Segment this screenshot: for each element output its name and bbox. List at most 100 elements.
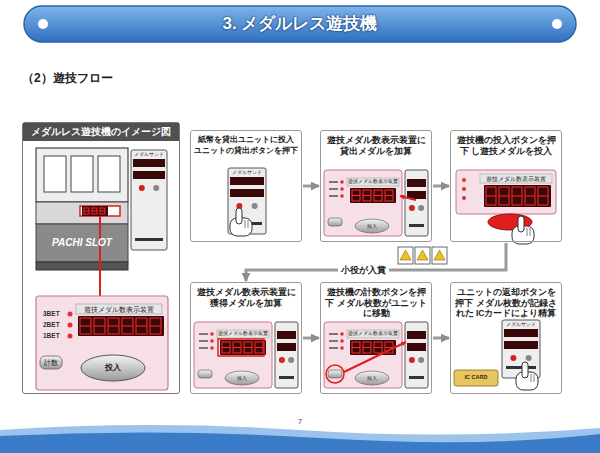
digit	[233, 347, 241, 348]
text-group: 遊技メダル数表示装置に 獲得メダルを加算	[191, 283, 301, 308]
step-box: 遊技機の投入ボタンを押下 し遊技メダルを投入	[450, 130, 562, 242]
bet-label	[329, 340, 338, 342]
zoom-leader	[99, 216, 101, 296]
bet-lamp	[340, 194, 344, 198]
bet-lamp	[210, 346, 214, 350]
count-button	[328, 218, 342, 226]
bet-label	[199, 333, 208, 335]
unit-display	[230, 177, 264, 185]
digit	[385, 190, 393, 201]
reel-icon	[432, 247, 447, 264]
bet-label	[199, 347, 208, 349]
digit	[94, 326, 105, 327]
digit	[363, 347, 371, 348]
bet-lamp	[340, 339, 344, 343]
step-text: 遊技機の計数ボタンを押下 メダル枚数がユニットに移動	[321, 286, 431, 319]
finger	[236, 208, 242, 224]
digit	[538, 196, 548, 197]
unit-name: メダルサンド	[506, 322, 536, 327]
reel-window	[44, 156, 66, 192]
machine-middle	[36, 202, 128, 224]
unit-button	[139, 185, 145, 191]
step-text: ユニットの貸出ボタンを押下	[191, 145, 301, 156]
flow-arrow	[433, 185, 449, 188]
digit	[244, 342, 252, 353]
display-name: 遊技メダル数表示装置	[84, 306, 154, 313]
display-window	[484, 185, 551, 207]
unit-display	[407, 331, 426, 339]
digit	[150, 318, 161, 334]
machine-panel	[456, 170, 556, 214]
digit	[108, 318, 119, 334]
digit	[374, 342, 382, 353]
machine-panel	[194, 322, 272, 388]
bet-label: 1BET	[43, 333, 60, 340]
bet-label	[329, 181, 338, 183]
display-name: 遊技メダル数表示装置	[348, 180, 398, 185]
text-group: 紙幣を貸出ユニットに投入ユニットの貸出ボタンを押下	[191, 131, 301, 157]
unit-display	[133, 171, 165, 179]
digit	[136, 326, 147, 327]
unit-button	[418, 205, 424, 211]
digit	[363, 190, 371, 201]
digit	[385, 195, 393, 196]
step-text: 紙幣を貸出ユニットに投入	[191, 134, 301, 145]
finger	[518, 216, 524, 232]
flow-hint-head	[400, 195, 405, 200]
bet-lamp	[210, 332, 214, 336]
digit	[233, 342, 241, 353]
panel-heading: メダルレス遊技機のイメージ図	[23, 123, 179, 141]
machine-display	[80, 206, 120, 216]
machine-lower	[36, 224, 128, 262]
machine-panel	[324, 322, 402, 388]
machine-logo: PACHI SLOT	[52, 238, 112, 248]
finger-line	[527, 228, 528, 236]
insert-button	[225, 371, 259, 385]
digit	[92, 208, 97, 214]
digit	[122, 326, 133, 327]
digit	[525, 196, 535, 197]
display-label-strip	[76, 304, 162, 314]
digit	[100, 211, 105, 212]
display-window	[220, 340, 266, 355]
text-group: 遊技機の計数ボタンを押下 メダル枚数がユニットに移動	[321, 283, 431, 319]
display-name: 遊技メダル数表示装置	[218, 332, 268, 337]
lending-unit	[131, 150, 167, 250]
edge-label: 小役が入賞	[338, 265, 389, 276]
text-group: 遊技メダル数表示装置に 貸出メダルを加算	[321, 131, 431, 156]
highlight-box	[218, 339, 264, 356]
bet-label	[329, 195, 338, 197]
display-name: 遊技メダル数表示装置	[348, 332, 398, 337]
digit	[244, 347, 252, 348]
reel-icon	[398, 247, 413, 264]
bell-symbol	[434, 250, 445, 260]
button-label: 投入	[105, 364, 121, 372]
slide-title: 3. メダルレス遊技機	[24, 6, 576, 42]
display-window	[82, 206, 108, 216]
bet-lamp	[462, 187, 466, 191]
digit	[499, 187, 509, 205]
insert-button	[355, 219, 389, 233]
title-bar	[24, 6, 576, 42]
reel-window	[98, 156, 120, 192]
digit	[538, 187, 548, 205]
highlight-ring	[326, 365, 344, 383]
digit	[352, 190, 360, 201]
digit	[92, 211, 97, 212]
digit	[352, 342, 360, 353]
button-label: 投入	[367, 376, 377, 381]
unit-button	[526, 355, 532, 361]
flow-arrow	[433, 337, 449, 340]
unit-button	[252, 203, 258, 209]
machine-tray	[36, 262, 128, 270]
digit	[94, 318, 105, 334]
insert-button	[81, 355, 145, 381]
finger-line	[531, 374, 532, 382]
unit-button	[510, 355, 516, 361]
bet-label	[329, 333, 338, 335]
insert-button	[355, 371, 389, 385]
bell-symbol	[417, 250, 428, 260]
reel-window	[71, 156, 93, 192]
digit	[363, 342, 371, 353]
